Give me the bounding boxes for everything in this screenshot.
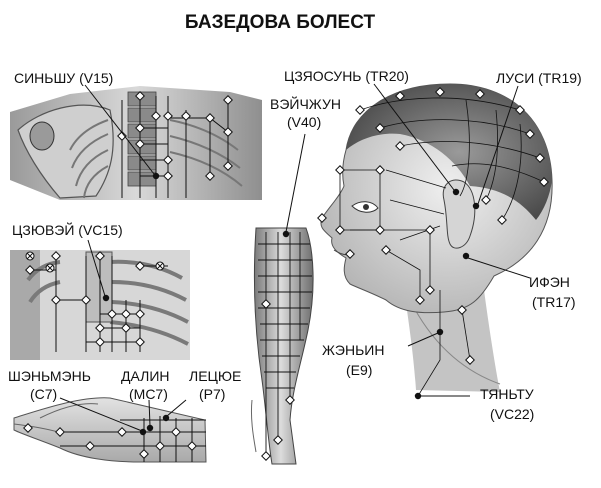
label-tr20: ЦЗЯОСУНЬ (TR20) bbox=[284, 68, 409, 84]
mc7-leader-line bbox=[148, 399, 151, 427]
label-vc22-code: (VC22) bbox=[490, 406, 535, 422]
chest-figure bbox=[10, 239, 190, 360]
p7-point-marker bbox=[162, 414, 170, 422]
tr17-leader-line bbox=[467, 257, 531, 279]
p7-leader-line bbox=[166, 399, 187, 417]
mc7-point-marker bbox=[146, 424, 154, 432]
label-e9-code: (E9) bbox=[346, 362, 373, 378]
c7-point-marker bbox=[139, 428, 147, 436]
label-vc15: ЦЗЮВЭЙ (VC15) bbox=[12, 222, 123, 238]
label-p7-name: ЛЕЦЮЕ bbox=[189, 368, 242, 384]
vc15-point-marker bbox=[102, 294, 110, 302]
leg-figure bbox=[251, 133, 314, 465]
head-profile-figure bbox=[317, 83, 553, 400]
forearm-figure bbox=[13, 397, 207, 463]
tr20-leader-line bbox=[373, 83, 455, 191]
label-tr17-code: (TR17) bbox=[532, 294, 576, 310]
v15-point-marker bbox=[152, 172, 160, 180]
tr19-point-marker bbox=[472, 202, 480, 210]
tr17-point-marker bbox=[462, 252, 470, 260]
label-vc22-name: ТЯНЬТУ bbox=[480, 386, 534, 402]
label-c7-name: ШЭНЬМЭНЬ bbox=[8, 368, 91, 384]
v40-leader-line bbox=[285, 133, 306, 233]
e9-point-marker bbox=[436, 328, 444, 336]
label-v40-code: (V40) bbox=[287, 114, 322, 130]
diagram-title: БАЗЕДОВА БОЛЕСТ bbox=[184, 12, 376, 33]
v15-leader-line bbox=[84, 84, 155, 175]
tr19-leader-line bbox=[477, 85, 519, 205]
label-tr19: ЛУСИ (TR19) bbox=[496, 70, 582, 86]
upper-back-figure bbox=[10, 84, 262, 200]
e9-leader-line bbox=[407, 332, 439, 347]
label-v40-name: ВЭЙЧЖУН bbox=[270, 96, 342, 112]
label-e9-name: ЖЭНЬИН bbox=[322, 342, 385, 358]
tr20-point-marker bbox=[452, 188, 460, 196]
label-mc7-code: (MC7) bbox=[129, 386, 168, 402]
label-p7-code: (P7) bbox=[199, 386, 226, 402]
label-c7-code: (C7) bbox=[30, 386, 58, 402]
c7-leader-line bbox=[59, 397, 143, 432]
label-v15: СИНЬШУ (V15) bbox=[14, 70, 114, 86]
vc15-leader-line bbox=[87, 239, 106, 297]
label-mc7-name: ДАЛИН bbox=[121, 368, 170, 384]
label-tr17-name: ИФЭН bbox=[529, 274, 570, 290]
vc22-point-marker bbox=[414, 392, 422, 400]
v40-point-marker bbox=[282, 230, 290, 238]
